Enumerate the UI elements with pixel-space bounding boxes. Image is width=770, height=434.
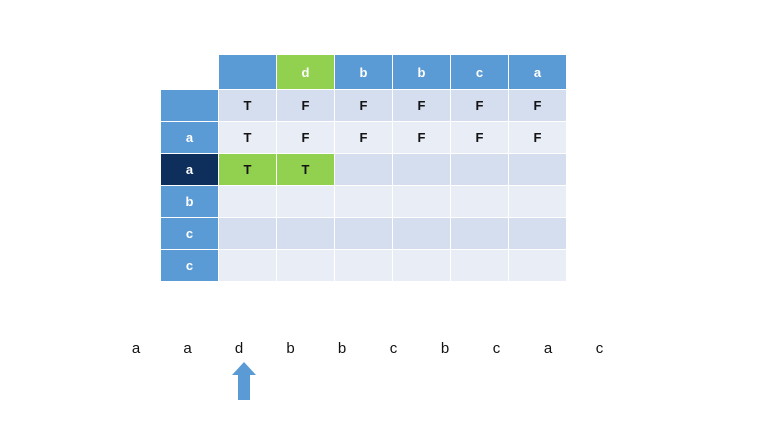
table-cell-r3-c2[interactable] — [335, 186, 393, 218]
table-cell-r5-c2[interactable] — [335, 250, 393, 282]
table-cell-r0-c1[interactable]: F — [277, 90, 335, 122]
table-cell-r3-c3[interactable] — [393, 186, 451, 218]
sequence-char-5[interactable]: c — [389, 340, 398, 357]
column-header-3[interactable]: b — [393, 55, 451, 90]
row-header-2[interactable]: a — [161, 154, 219, 186]
sequence-char-0[interactable]: a — [131, 340, 141, 357]
table-cell-r3-c1[interactable] — [277, 186, 335, 218]
sequence-char-7[interactable]: c — [492, 340, 501, 357]
table-cell-r2-c1[interactable]: T — [277, 154, 335, 186]
table-cell-r0-c5[interactable]: F — [509, 90, 567, 122]
table-row: c — [161, 218, 567, 250]
table-cell-r0-c0[interactable]: T — [219, 90, 277, 122]
table-cell-r4-c0[interactable] — [219, 218, 277, 250]
sequence-char-2[interactable]: d — [234, 340, 244, 357]
table-cell-r4-c2[interactable] — [335, 218, 393, 250]
table-cell-r0-c3[interactable]: F — [393, 90, 451, 122]
table-cell-r2-c4[interactable] — [451, 154, 509, 186]
table-cell-r3-c5[interactable] — [509, 186, 567, 218]
table-cell-r4-c1[interactable] — [277, 218, 335, 250]
table-cell-r1-c1[interactable]: F — [277, 122, 335, 154]
row-header-3[interactable]: b — [161, 186, 219, 218]
table-cell-r1-c5[interactable]: F — [509, 122, 567, 154]
table-cell-r3-c0[interactable] — [219, 186, 277, 218]
table-cell-r0-c2[interactable]: F — [335, 90, 393, 122]
table-cell-r4-c4[interactable] — [451, 218, 509, 250]
table-cell-r1-c0[interactable]: T — [219, 122, 277, 154]
row-header-0[interactable] — [161, 90, 219, 122]
sequence-char-8[interactable]: a — [543, 340, 553, 357]
table-cell-r1-c4[interactable]: F — [451, 122, 509, 154]
sequence-char-3[interactable]: b — [286, 340, 295, 357]
table-cell-r5-c1[interactable] — [277, 250, 335, 282]
row-header-4[interactable]: c — [161, 218, 219, 250]
column-header-4[interactable]: c — [451, 55, 509, 90]
table-row: c — [161, 250, 567, 282]
table-cell-r5-c5[interactable] — [509, 250, 567, 282]
table-cell-r4-c5[interactable] — [509, 218, 567, 250]
table-corner-cell — [161, 55, 219, 90]
column-header-0[interactable] — [219, 55, 277, 90]
sequence-char-9[interactable]: c — [595, 340, 604, 357]
table-row: b — [161, 186, 567, 218]
table-cell-r5-c4[interactable] — [451, 250, 509, 282]
table-cell-r1-c3[interactable]: F — [393, 122, 451, 154]
table-cell-r2-c5[interactable] — [509, 154, 567, 186]
column-header-5[interactable]: a — [509, 55, 567, 90]
table-cell-r5-c3[interactable] — [393, 250, 451, 282]
sequence-char-6[interactable]: b — [440, 340, 450, 357]
row-header-1[interactable]: a — [161, 122, 219, 154]
up-arrow-icon — [231, 362, 257, 400]
table-cell-r3-c4[interactable] — [451, 186, 509, 218]
table-cell-r2-c3[interactable] — [393, 154, 451, 186]
row-header-5[interactable]: c — [161, 250, 219, 282]
table-cell-r2-c0[interactable]: T — [219, 154, 277, 186]
column-header-1[interactable]: d — [277, 55, 335, 90]
sequence-char-4[interactable]: b — [337, 340, 347, 357]
table-cell-r1-c2[interactable]: F — [335, 122, 393, 154]
table-cell-r2-c2[interactable] — [335, 154, 393, 186]
table-cell-r4-c3[interactable] — [393, 218, 451, 250]
sequence-char-1[interactable]: a — [183, 340, 192, 357]
table-cell-r5-c0[interactable] — [219, 250, 277, 282]
table-cell-r0-c4[interactable]: F — [451, 90, 509, 122]
column-header-2[interactable]: b — [335, 55, 393, 90]
